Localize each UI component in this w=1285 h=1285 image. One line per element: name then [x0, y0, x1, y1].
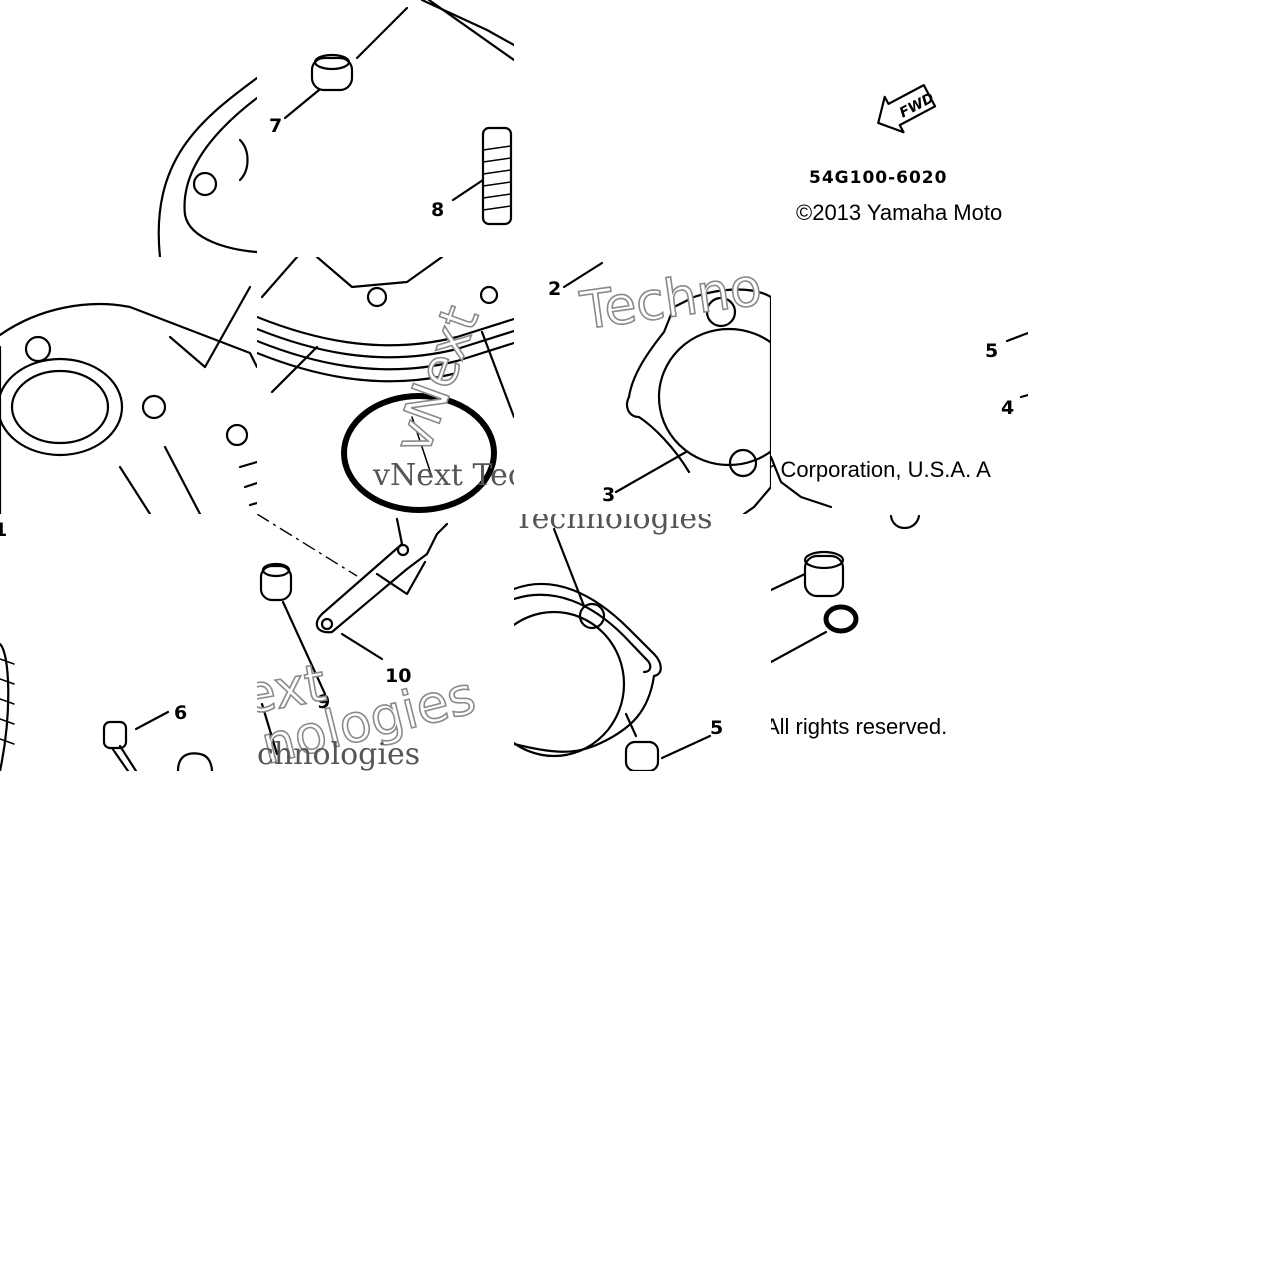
copyright-line3: All rights reserved.	[771, 714, 947, 739]
base-gasket-icon	[514, 582, 662, 758]
watermark-vnext: vNext	[383, 298, 491, 461]
callout-9: 9	[317, 691, 330, 713]
watermark-vnext-tec: vNext Tec	[372, 458, 514, 493]
tile-dowel-ring: All rights reserved.	[771, 514, 1028, 771]
callout-5-bottom: 5	[710, 717, 723, 739]
tile-bolts-7-8: 7 8	[257, 0, 514, 257]
callout-6: 6	[174, 702, 187, 724]
callout-8: 8	[431, 199, 444, 221]
copyright-line1: ©2013 Yamaha Moto	[796, 200, 1002, 225]
part-number: 54G100-6020	[809, 168, 947, 188]
callout-2: 2	[548, 278, 561, 300]
callout-10: 10	[385, 665, 411, 687]
tile-cylinder-head-top	[0, 0, 257, 257]
dowel-pin-9-icon	[259, 562, 293, 602]
tile-pin-9-gasket-10: 10 9 ext nologies chnologies	[257, 514, 514, 771]
dowel-pin-5-icon	[624, 740, 660, 771]
tile-bolt-6: 1 6	[0, 514, 257, 771]
o-ring-small-icon	[823, 604, 859, 634]
copyright-line2: r Corporation, U.S.A. A	[771, 457, 991, 482]
cylinder-gasket-icon	[625, 288, 771, 514]
dowel-pin-icon	[310, 53, 354, 92]
stud-bolt-icon	[481, 126, 513, 226]
tile-lower-gasket: Technologies 5	[514, 514, 771, 771]
tile-gasket-2-3: 2 3 Techno	[514, 257, 771, 514]
tile-callouts-4-5: 5 4 r Corporation, U.S.A. A	[771, 257, 1028, 514]
watermark-technologies: Technologies	[514, 514, 713, 536]
dowel-pin-4-icon	[803, 550, 845, 598]
callout-1: 1	[0, 519, 7, 541]
callout-7: 7	[269, 115, 282, 137]
callout-5-top: 5	[985, 340, 998, 362]
hex-bolt-icon	[102, 720, 138, 771]
callout-3: 3	[602, 484, 615, 506]
watermark-chnologies: chnologies	[257, 737, 420, 771]
head-gasket-strip-icon	[315, 517, 449, 634]
callout-4: 4	[1001, 397, 1014, 419]
tile-cylinder-body	[0, 257, 257, 514]
tile-fwd-partno: FWD 54G100-6020 ©2013 Yamaha Moto	[771, 0, 1028, 257]
fwd-arrow-icon: FWD	[877, 84, 937, 134]
tile-cylinder-fins-oring: vNext vNext Tec	[257, 257, 514, 514]
o-ring-icon	[341, 393, 497, 513]
